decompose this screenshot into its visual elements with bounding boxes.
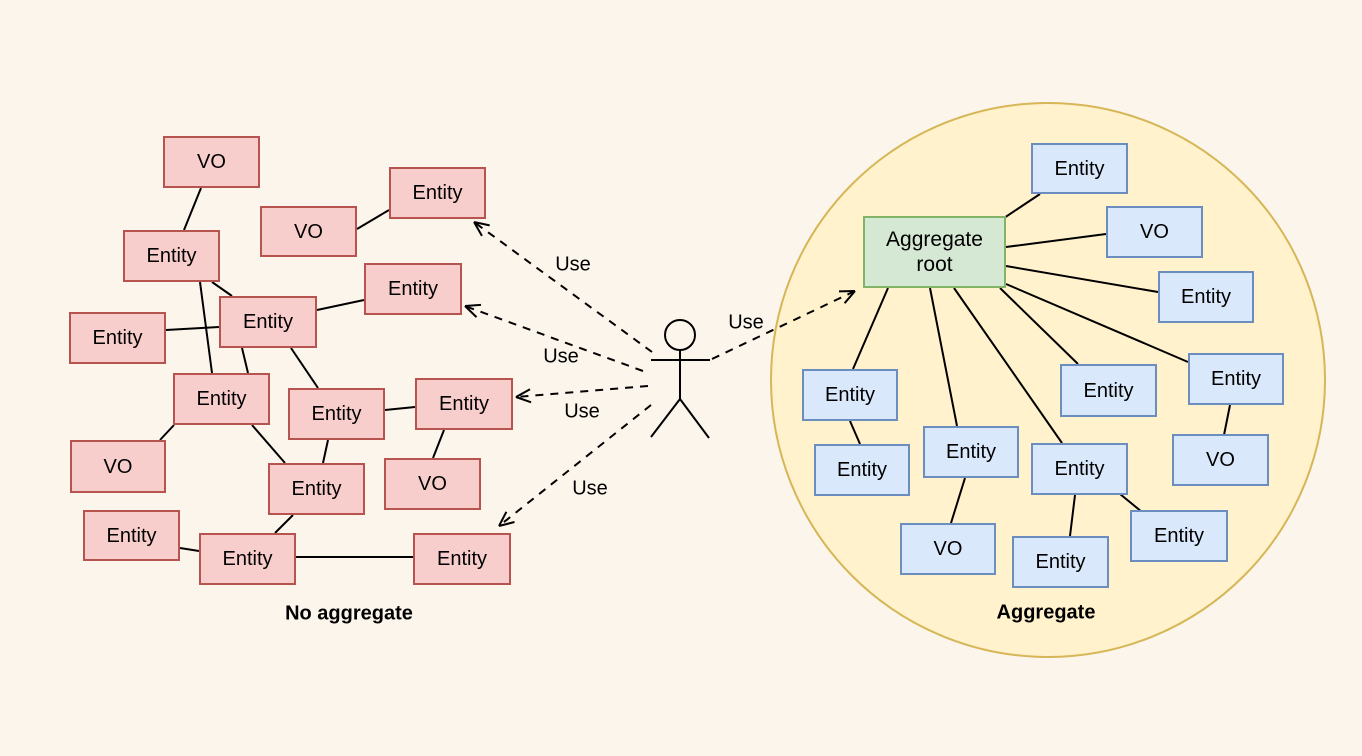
- entity-node: Entity: [1158, 271, 1254, 323]
- entity-node: Entity: [1130, 510, 1228, 562]
- left-cluster-edge: [211, 281, 233, 297]
- aggregate-root-node: Aggregate root: [863, 216, 1006, 288]
- entity-node: Entity: [69, 312, 166, 364]
- actor-head: [664, 319, 696, 351]
- left-cluster-edge: [316, 299, 365, 311]
- entity-node: Entity: [268, 463, 365, 515]
- left-cluster-edge: [322, 439, 329, 464]
- vo-node: VO: [384, 458, 481, 510]
- vo-node: VO: [163, 136, 260, 188]
- entity-node: Entity: [1188, 353, 1284, 405]
- left-cluster-edge: [290, 347, 319, 389]
- entity-node: Entity: [389, 167, 486, 219]
- right-cluster-edge: [999, 287, 1079, 365]
- entity-node: Entity: [415, 378, 513, 430]
- vo-node: VO: [1172, 434, 1269, 486]
- use-arrow-head: [473, 221, 490, 227]
- entity-node: Entity: [1031, 443, 1128, 495]
- use-arrow-head: [515, 396, 532, 404]
- right-cluster-edge: [849, 420, 861, 445]
- vo-node: VO: [260, 206, 357, 257]
- actor-limb: [679, 398, 710, 439]
- entity-node: Entity: [413, 533, 511, 585]
- entity-node: Entity: [814, 444, 910, 496]
- no-aggregate-cluster-label: No aggregate: [285, 602, 413, 625]
- vo-node: VO: [1106, 206, 1203, 258]
- use-arrow-dashed-line: [515, 385, 649, 398]
- use-arrow-dashed-line: [464, 305, 644, 372]
- entity-node: Entity: [802, 369, 898, 421]
- right-cluster-edge: [852, 287, 889, 370]
- right-cluster-edge: [1119, 493, 1143, 513]
- entity-node: Entity: [173, 373, 270, 425]
- use-arrow-head: [464, 305, 478, 318]
- entity-node: Entity: [83, 510, 180, 561]
- use-arrow-head: [464, 303, 482, 307]
- use-arrow-head: [498, 521, 515, 527]
- entity-node: Entity: [1012, 536, 1109, 588]
- use-arrow-head: [473, 221, 483, 237]
- right-cluster-edge: [953, 287, 1063, 444]
- use-arrow-dashed-line: [711, 290, 856, 360]
- use-label: Use: [572, 477, 608, 500]
- right-cluster-edge: [1223, 404, 1231, 436]
- left-cluster-edge: [179, 547, 200, 552]
- entity-node: Entity: [1031, 143, 1128, 194]
- right-cluster-edge: [950, 477, 966, 524]
- use-label: Use: [728, 311, 764, 334]
- left-cluster-edge: [356, 209, 390, 230]
- use-arrow-dashed-line: [473, 221, 653, 353]
- right-cluster-edge: [1005, 283, 1189, 363]
- aggregate-cluster-label: Aggregate: [996, 601, 1096, 624]
- entity-node: Entity: [364, 263, 462, 315]
- left-cluster-edge: [159, 424, 175, 441]
- use-arrow-dashed-line: [498, 404, 652, 527]
- right-cluster-edge: [929, 287, 958, 427]
- left-cluster-edge: [274, 514, 294, 534]
- use-arrow-head: [498, 511, 508, 527]
- use-arrow-head: [515, 388, 531, 398]
- left-cluster-edge: [183, 187, 202, 231]
- entity-node: Entity: [219, 296, 317, 348]
- use-label: Use: [555, 253, 591, 276]
- use-arrow-head: [843, 290, 856, 304]
- entity-node: Entity: [923, 426, 1019, 478]
- left-cluster-edge: [241, 347, 249, 374]
- right-cluster-edge: [1005, 265, 1159, 293]
- vo-node: VO: [900, 523, 996, 575]
- use-label: Use: [543, 345, 579, 368]
- entity-node: Entity: [123, 230, 220, 282]
- right-cluster-edge: [1005, 233, 1107, 248]
- left-cluster-edge: [384, 406, 416, 411]
- actor-limb: [650, 398, 681, 438]
- entity-node: Entity: [1060, 364, 1157, 417]
- right-cluster-edge: [1003, 193, 1041, 219]
- use-label: Use: [564, 400, 600, 423]
- left-cluster-edge: [165, 326, 220, 331]
- vo-node: VO: [70, 440, 166, 493]
- entity-node: Entity: [199, 533, 296, 585]
- entity-node: Entity: [288, 388, 385, 440]
- right-cluster-edge: [1069, 494, 1076, 537]
- left-cluster-edge: [251, 424, 286, 464]
- left-cluster-edge: [432, 429, 445, 459]
